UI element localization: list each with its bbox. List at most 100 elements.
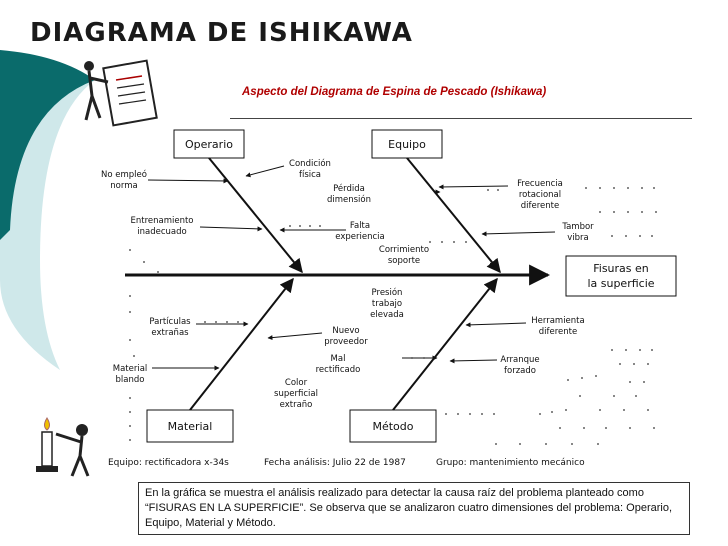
diagram-mark [581, 377, 583, 379]
diagram-mark [559, 427, 561, 429]
diagram-mark [129, 411, 131, 413]
diagram-mark [129, 425, 131, 427]
operario-label: Operario [185, 138, 233, 151]
explanation-note: En la gráfica se muestra el análisis rea… [138, 482, 690, 535]
effect-label-line-1: Fisuras en [593, 262, 649, 275]
cause-frecuencia-2: rotacional [519, 190, 561, 200]
cause-no-empleo-norma-2: norma [110, 181, 137, 191]
diagram-mark [204, 321, 206, 323]
equipo-bone [406, 157, 501, 274]
cause-herramienta-2: diferente [539, 327, 577, 337]
cause-entrenamiento-2: inadecuado [137, 227, 186, 237]
diagram-mark [653, 427, 655, 429]
material-label: Material [168, 420, 213, 433]
diagram-mark [627, 211, 629, 213]
cause-perdida-dimension-1: Pérdida [333, 183, 365, 194]
diagram-mark [545, 443, 547, 445]
decorative-side-shapes [0, 50, 95, 371]
diagram-mark [647, 409, 649, 411]
diagram-mark [641, 211, 643, 213]
footer-grupo: Grupo: mantenimiento mecánico [436, 458, 585, 468]
material-bone [189, 277, 294, 411]
effect-label-line-2: la superficie [587, 277, 654, 290]
operario-bone [208, 157, 303, 274]
diagram-mark [129, 439, 131, 441]
cause-material-blando-1: Material [113, 364, 148, 374]
cause-arrow [147, 178, 229, 184]
diagram-subtitle: Aspecto del Diagrama de Espina de Pescad… [242, 86, 547, 98]
diagram-mark [133, 355, 135, 357]
cause-frecuencia-3: diferente [521, 201, 559, 211]
diagram-mark [633, 363, 635, 365]
diagram-mark [629, 381, 631, 383]
diagram-mark [651, 349, 653, 351]
diagram-mark [571, 443, 573, 445]
cause-entrenamiento-1: Entrenamiento [130, 216, 193, 226]
diagram-mark [237, 321, 239, 323]
diagram-mark [647, 363, 649, 365]
cause-particulas-2: extrañas [151, 328, 189, 338]
cause-perdida-dimension-2: dimensión [327, 194, 371, 205]
diagram-mark [597, 443, 599, 445]
cause-falta-experiencia-2: experiencia [335, 232, 384, 242]
slide-title: DIAGRAMA DE ISHIKAWA [30, 18, 413, 48]
diagram-mark [319, 225, 321, 227]
diagram-mark [625, 349, 627, 351]
diagram-mark [441, 241, 443, 243]
diagram-mark [651, 235, 653, 237]
cause-condicion-fisica-2: física [299, 170, 321, 180]
clipboard-figure-icon [84, 59, 158, 127]
diagram-mark [639, 235, 641, 237]
diagram-mark [579, 395, 581, 397]
diagram-mark [157, 271, 159, 273]
cause-mal-rectificado-1: Mal [331, 354, 346, 364]
diagram-mark [613, 211, 615, 213]
cause-falta-experiencia-1: Falta [350, 221, 370, 231]
cause-condicion-fisica-1: Condición [289, 158, 331, 169]
cause-presion-1: Presión [372, 287, 403, 298]
diagram-mark [147, 165, 556, 371]
cause-color-superficial-1: Color [285, 378, 308, 388]
diagram-mark [289, 225, 291, 227]
material-box [146, 409, 234, 443]
diagram-mark [623, 409, 625, 411]
diagram-mark [469, 413, 471, 415]
diagram-mark [653, 187, 655, 189]
diagram-mark [309, 225, 311, 227]
diagram-mark [599, 187, 601, 189]
diagram-mark [487, 189, 489, 191]
diagram-mark [611, 349, 613, 351]
diagram-mark [493, 413, 495, 415]
candle-figure-icon [36, 417, 90, 477]
diagram-mark [605, 427, 607, 429]
cause-arrow [438, 184, 509, 190]
diagram-mark [143, 261, 145, 263]
diagram-mark [465, 241, 467, 243]
cause-corrimiento-2: soporte [388, 256, 420, 266]
cause-herramienta-1: Herramienta [531, 316, 584, 326]
cause-presion-3: elevada [370, 310, 404, 320]
diagram-mark [519, 443, 521, 445]
cause-material-blando-2: blando [116, 375, 145, 385]
diagram-mark [445, 413, 447, 415]
cause-presion-2: trabajo [372, 299, 402, 309]
diagram-mark [655, 211, 657, 213]
cause-corrimiento-1: Corrimiento [379, 245, 429, 255]
diagram-mark [129, 295, 131, 297]
cause-frecuencia-1: Frecuencia [517, 179, 563, 189]
diagram-mark [611, 235, 613, 237]
diagram-mark [613, 187, 615, 189]
diagram-mark [495, 443, 497, 445]
diagram-mark [641, 187, 643, 189]
cause-no-empleo-norma-1: No empleó [101, 169, 147, 180]
diagram-mark [299, 225, 301, 227]
diagram-mark [635, 395, 637, 397]
diagram-mark [453, 241, 455, 243]
cause-color-superficial-2: superficial [274, 389, 318, 399]
diagram-mark [567, 379, 569, 381]
diagram-mark [585, 187, 587, 189]
diagram-mark [643, 381, 645, 383]
diagram-mark [129, 339, 131, 341]
metodo-label: Método [372, 420, 413, 433]
